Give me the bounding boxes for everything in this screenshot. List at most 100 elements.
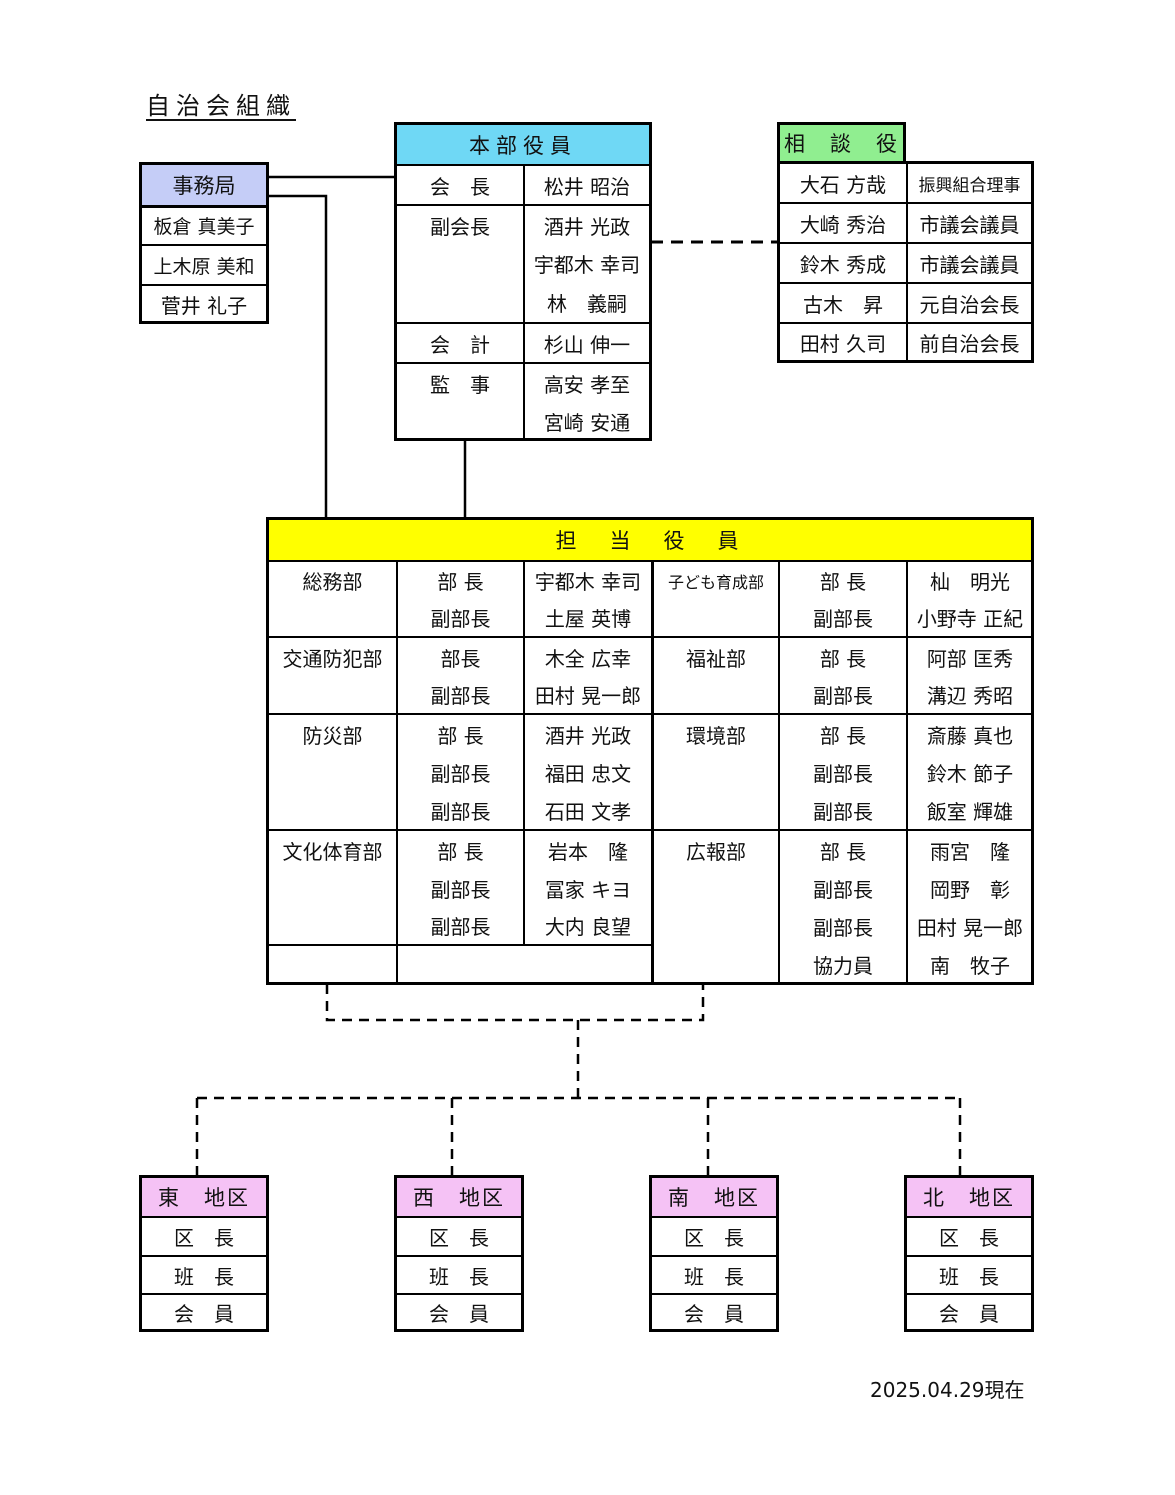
tantou-name: 雨宮 隆 xyxy=(930,839,1010,864)
tantou-header: 担 当 役 員 xyxy=(269,520,1031,562)
soudan-header-label: 相 談 役 xyxy=(784,132,899,156)
tantou-role: 副部長 xyxy=(430,799,491,824)
tantou-role: 協力員 xyxy=(813,953,873,978)
soudan-title: 市議会議員 xyxy=(919,252,1020,277)
tantou-name: 大内 良望 xyxy=(544,915,632,939)
tantou-role: 部 長 xyxy=(437,723,484,748)
soudan-name: 古木 昇 xyxy=(803,292,883,317)
soudan-box: 大石 方哉 振興組合理事 大崎 秀治 市議会議員 鈴木 秀成 市議会議員 古木 … xyxy=(777,161,1034,363)
honbu-name: 林 義嗣 xyxy=(547,292,627,316)
honbu-name: 宇都木 幸司 xyxy=(533,253,641,277)
tantou-role: 副部長 xyxy=(430,684,491,708)
jimukyoku-member: 板倉 真美子 xyxy=(153,216,255,238)
jimukyoku-member: 菅井 礼子 xyxy=(160,293,248,318)
page-title: 自治会組織 xyxy=(146,92,296,120)
tantou-name: 石田 文孝 xyxy=(544,799,632,824)
tantou-name: 斎藤 真也 xyxy=(926,723,1014,748)
honbu-role: 会 計 xyxy=(430,332,490,357)
tantou-name: 冨家 キヨ xyxy=(544,877,632,902)
tantou-dept: 文化体育部 xyxy=(282,839,383,864)
tantou-role: 副部長 xyxy=(813,877,873,902)
jimukyoku-member: 上木原 美和 xyxy=(153,255,255,278)
tantou-dept: 交通防犯部 xyxy=(282,646,383,671)
tantou-name: 木全 広幸 xyxy=(544,646,632,671)
district-role: 区 長 xyxy=(174,1226,234,1250)
tantou-name: 杣 明光 xyxy=(930,570,1010,594)
soudan-title: 前自治会長 xyxy=(919,332,1020,356)
jimukyoku-header-label: 事務局 xyxy=(172,174,236,198)
jimukyoku-header: 事務局 xyxy=(142,165,266,208)
district-role: 会 員 xyxy=(174,1302,234,1326)
tantou-name: 小野寺 正紀 xyxy=(916,607,1024,631)
district-header-label: 西 地区 xyxy=(413,1186,505,1210)
tantou-role: 副部長 xyxy=(430,877,491,902)
tantou-dept: 福祉部 xyxy=(686,646,746,671)
soudan-title: 市議会議員 xyxy=(919,212,1020,237)
district-header: 南 地区 xyxy=(652,1178,776,1218)
honbu-role: 副会長 xyxy=(430,214,490,239)
tantou-role: 副部長 xyxy=(813,799,873,824)
honbu-box: 本部役員 会 長 松井 昭治 副会長 酒井 光政 宇都木 幸司 林 義嗣 会 計… xyxy=(394,122,652,441)
district-box-east: 東 地区 区 長 班 長 会 員 xyxy=(139,1175,269,1332)
district-role: 区 長 xyxy=(939,1226,999,1250)
honbu-name: 宮崎 安通 xyxy=(543,410,631,435)
soudan-name: 田村 久司 xyxy=(799,332,887,356)
tantou-name: 岡野 彰 xyxy=(930,877,1010,902)
district-role: 区 長 xyxy=(684,1226,744,1250)
district-role: 班 長 xyxy=(174,1264,234,1289)
tantou-name: 酒井 光政 xyxy=(544,723,632,748)
district-header: 東 地区 xyxy=(142,1178,266,1218)
honbu-name: 高安 孝至 xyxy=(543,372,631,397)
soudan-name: 大崎 秀治 xyxy=(799,212,887,237)
district-role: 班 長 xyxy=(684,1264,744,1289)
tantou-dept: 防災部 xyxy=(302,723,363,748)
tantou-box: 担 当 役 員 総務部 部 長 宇都木 幸司 副部長 土屋 英博 交通防犯部 部… xyxy=(266,517,1034,985)
soudan-header: 相 談 役 xyxy=(777,122,906,164)
tantou-name: 宇都木 幸司 xyxy=(534,570,642,594)
tantou-header-label: 担 当 役 員 xyxy=(555,529,745,553)
tantou-role: 副部長 xyxy=(813,607,873,631)
district-header: 北 地区 xyxy=(907,1178,1031,1218)
honbu-header-label: 本部役員 xyxy=(469,133,577,158)
soudan-title: 元自治会長 xyxy=(919,292,1020,317)
district-header-label: 南 地区 xyxy=(668,1186,760,1210)
tantou-dept: 総務部 xyxy=(302,570,363,594)
district-header: 西 地区 xyxy=(397,1178,521,1218)
soudan-title: 振興組合理事 xyxy=(918,175,1021,196)
honbu-header: 本部役員 xyxy=(397,125,649,166)
district-role: 区 長 xyxy=(429,1226,489,1250)
district-role: 会 員 xyxy=(429,1302,489,1326)
tantou-role: 部長 xyxy=(440,646,481,671)
tantou-name: 南 牧子 xyxy=(930,953,1010,978)
tantou-name: 田村 晃一郎 xyxy=(916,915,1024,940)
district-box-west: 西 地区 区 長 班 長 会 員 xyxy=(394,1175,524,1332)
district-box-north: 北 地区 区 長 班 長 会 員 xyxy=(904,1175,1034,1332)
tantou-role: 部 長 xyxy=(819,570,867,594)
district-header-label: 東 地区 xyxy=(158,1186,250,1210)
tantou-role: 部 長 xyxy=(437,570,484,594)
tantou-role: 部 長 xyxy=(437,839,484,864)
tantou-role: 副部長 xyxy=(430,607,491,631)
tantou-dept: 広報部 xyxy=(686,839,746,864)
district-role: 会 員 xyxy=(684,1302,744,1326)
district-box-south: 南 地区 区 長 班 長 会 員 xyxy=(649,1175,779,1332)
tantou-role: 副部長 xyxy=(430,761,491,786)
tantou-dept: 子ども育成部 xyxy=(667,572,764,592)
tantou-role: 副部長 xyxy=(813,761,873,786)
district-role: 班 長 xyxy=(429,1264,489,1289)
tantou-name: 鈴木 節子 xyxy=(926,761,1014,786)
honbu-role: 会 長 xyxy=(430,174,490,199)
honbu-name: 酒井 光政 xyxy=(543,214,631,239)
tantou-dept: 環境部 xyxy=(686,723,746,748)
tantou-role: 副部長 xyxy=(813,915,873,940)
soudan-name: 鈴木 秀成 xyxy=(799,252,887,277)
honbu-name: 松井 昭治 xyxy=(543,174,631,199)
tantou-name: 阿部 匡秀 xyxy=(926,646,1014,671)
tantou-name: 土屋 英博 xyxy=(544,607,632,631)
tantou-role: 副部長 xyxy=(430,915,491,939)
honbu-role: 監 事 xyxy=(430,372,490,397)
tantou-role: 部 長 xyxy=(819,839,867,864)
jimukyoku-box: 事務局 板倉 真美子 上木原 美和 菅井 礼子 xyxy=(139,162,269,324)
tantou-role: 副部長 xyxy=(813,684,873,708)
